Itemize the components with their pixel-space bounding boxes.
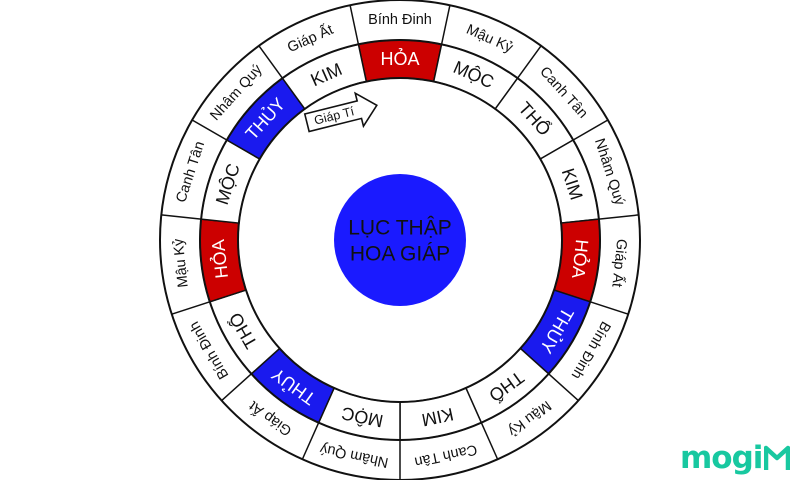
outer-divider: [191, 119, 228, 141]
outer-divider: [221, 373, 252, 402]
logo-mark-icon: [764, 445, 791, 470]
center-title-line1: LỤC THẬP: [348, 217, 451, 240]
inner-ring-label: HỎA: [380, 48, 419, 69]
outer-divider: [258, 45, 284, 79]
outer-divider: [516, 45, 542, 79]
middle-ring-border: [199, 39, 601, 441]
outer-divider: [349, 5, 360, 45]
mogi-logo: mogi: [680, 436, 791, 476]
outer-divider: [572, 119, 609, 141]
outer-divider: [301, 422, 320, 460]
outer-divider: [589, 301, 629, 315]
outer-ring-label: Mậu Kỷ: [171, 237, 192, 288]
outer-divider: [480, 422, 499, 460]
center-disk: [334, 174, 466, 306]
inner-ring-label: HỎA: [568, 238, 593, 279]
outer-divider: [440, 5, 451, 45]
logo-text: mogi: [680, 440, 763, 476]
outer-divider: [548, 373, 579, 402]
outer-divider: [171, 301, 211, 315]
arrow-icon: [303, 91, 378, 133]
outer-divider: [161, 214, 202, 220]
start-arrow: Giáp Tí: [303, 91, 378, 133]
outer-divider: [598, 214, 639, 220]
center-title-line2: HOA GIÁP: [350, 243, 450, 266]
inner-ring-border: [237, 77, 563, 403]
outer-ring-label: Giáp Ất: [608, 238, 630, 288]
outer-ring-label: Bính Đinh: [368, 12, 432, 28]
inner-ring-label: HỎA: [207, 238, 232, 279]
